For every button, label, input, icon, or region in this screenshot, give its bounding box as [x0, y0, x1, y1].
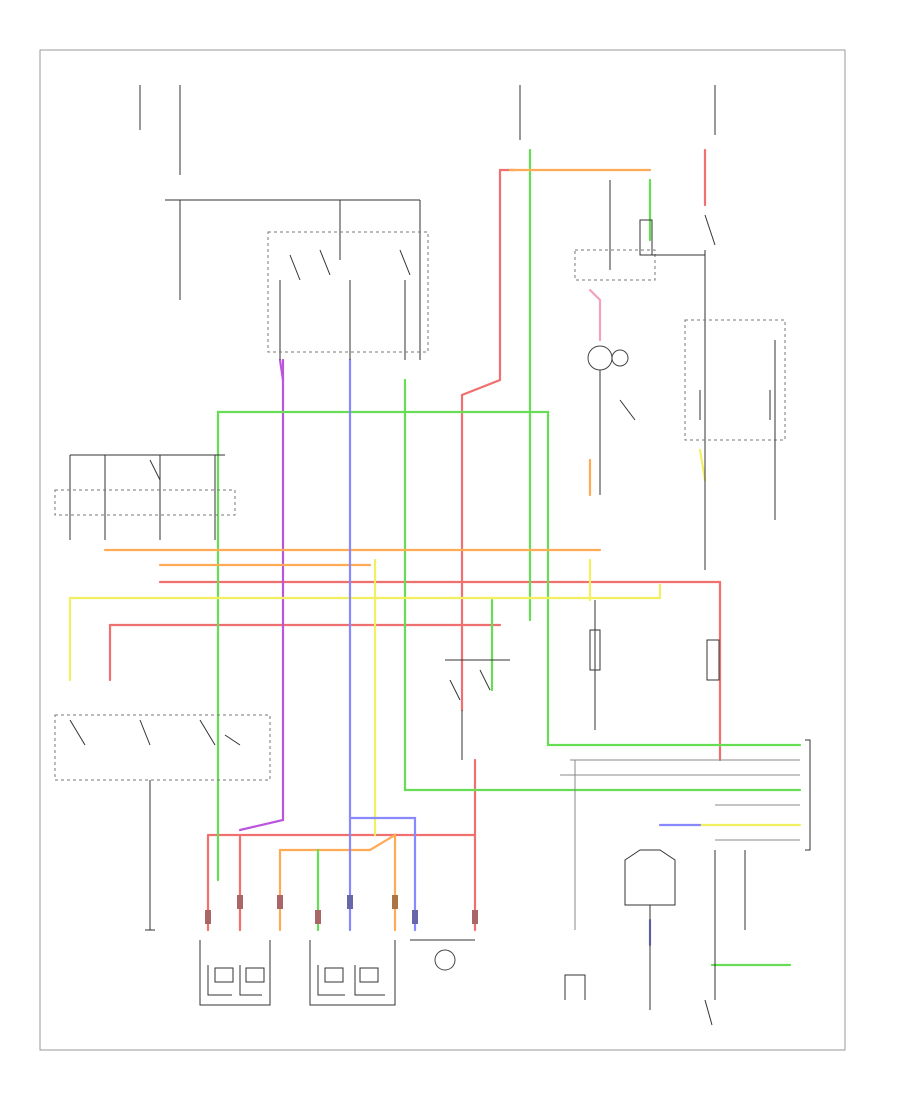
- headlamp-switch-arc: [624, 849, 676, 906]
- daytime-resistor: [706, 639, 720, 681]
- pin-280: [277, 895, 283, 909]
- switch-contact-1: [289, 254, 301, 281]
- pin-415: [412, 910, 418, 924]
- right-relay-switch: [704, 214, 716, 246]
- pin-318: [315, 910, 321, 924]
- wires: [68, 148, 802, 967]
- center-relay-contact: [619, 399, 636, 421]
- right-relay-box-1: [684, 319, 786, 441]
- switch-contact-2: [319, 249, 331, 276]
- pin-208: [205, 910, 211, 924]
- pin-395: [392, 895, 398, 909]
- combo-contact-2: [139, 719, 151, 746]
- lower-right-switch: [704, 999, 713, 1026]
- connector-block: [805, 739, 811, 851]
- combo-contact-4: [224, 734, 241, 746]
- left-relay-contact: [149, 459, 161, 481]
- pin-350: [347, 895, 353, 909]
- center-relay-lamp-2: [611, 349, 629, 367]
- indicator-lamp: [434, 949, 456, 971]
- diagram-frame: [39, 49, 846, 1051]
- wire-purple-upper: [278, 358, 285, 382]
- right-relay-resistor: [639, 219, 653, 256]
- lh-headlamp-base: [199, 940, 271, 1006]
- wire-orange-headlights: [278, 833, 397, 932]
- wire-purple-vertical: [238, 358, 285, 832]
- pin-475: [472, 910, 478, 924]
- lh-headlamp-right: [239, 965, 262, 996]
- wire-red-top: [460, 168, 502, 712]
- switch-contact-3: [399, 249, 411, 276]
- lh-headlamp-left: [207, 965, 232, 996]
- connector-pins: [205, 895, 478, 924]
- wire-green-vertical-405: [403, 378, 802, 792]
- combo-contact-3: [199, 719, 216, 746]
- wire-yellow-left-drop: [68, 583, 662, 682]
- circuit-lines: [54, 85, 811, 1026]
- dimmer-switch-box: [267, 231, 429, 353]
- generator-symbol: [564, 974, 586, 1000]
- wire-blue-horizontal: [348, 816, 417, 932]
- rh-lo-bulb: [359, 967, 379, 983]
- rh-headlamp-base: [309, 940, 396, 1006]
- wire-yellow-top-stub: [698, 448, 707, 482]
- center-relay-contact-a: [449, 679, 461, 701]
- left-relay-box: [54, 489, 236, 516]
- center-relay-box: [574, 249, 656, 281]
- wire-green-top-loop: [216, 410, 802, 747]
- center-relay-contact-b: [479, 669, 491, 691]
- combo-contact-1: [69, 719, 86, 746]
- lh-lo-bulb: [245, 967, 265, 983]
- lh-hi-bulb: [214, 967, 234, 983]
- rh-headlamp-left: [317, 965, 345, 996]
- combination-switch-box: [54, 714, 271, 781]
- pin-240: [237, 895, 243, 909]
- center-relay-lamp: [587, 345, 613, 371]
- rh-headlamp-right: [354, 965, 385, 996]
- wire-pink-relay: [588, 288, 602, 342]
- rh-hi-bulb: [324, 967, 344, 983]
